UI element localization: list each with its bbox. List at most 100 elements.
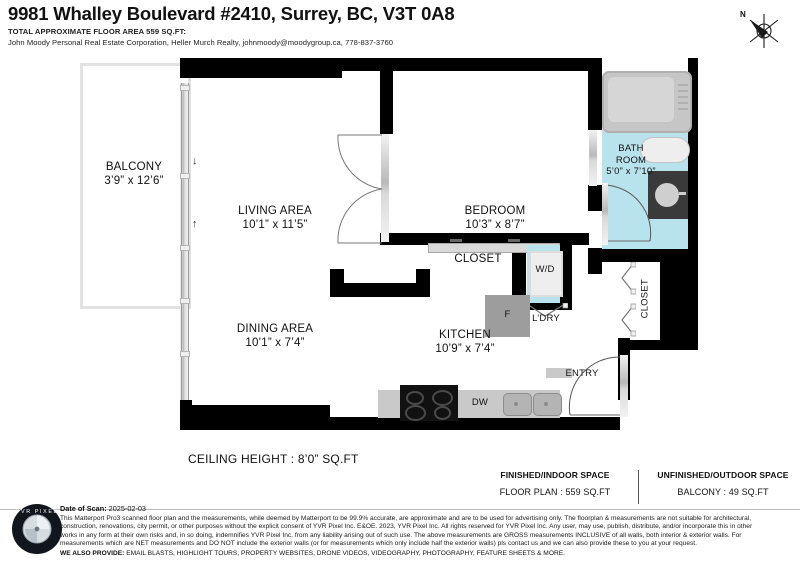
- balcony-dim: 3’9” x 12’6”: [104, 174, 164, 187]
- balcony-railing: [80, 63, 191, 309]
- footer-disclaimer: Date of Scan: 2025-02-03 This Matterport…: [60, 504, 798, 557]
- bathroom-sink-basin: [655, 183, 679, 207]
- slider-jamb-mid2: [180, 245, 190, 251]
- legend-divider: [638, 470, 639, 504]
- stove-burner-3-icon: [405, 405, 426, 421]
- wall-closet-bottom: [380, 283, 416, 297]
- svg-text:YVR PIXEL: YVR PIXEL: [16, 509, 58, 515]
- dining-name: DINING AREA: [236, 323, 314, 335]
- disclaimer-line-4: measurements which are NET measurements …: [60, 540, 697, 548]
- refrigerator-label: F: [504, 309, 511, 320]
- footer-divider: [0, 509, 800, 510]
- room-label-dining: DINING AREA 10’1” x 7’4”: [180, 323, 370, 350]
- dining-dim: 10’1” x 7’4”: [245, 336, 305, 349]
- bedroom-window-glass: [589, 130, 597, 186]
- agent-contact-text: John Moody Personal Real Estate Corporat…: [8, 38, 394, 48]
- slider-jamb-mid1: [180, 173, 190, 179]
- wall-closet-bottom-jog: [330, 269, 344, 297]
- wall-top-bedroom: [342, 58, 602, 71]
- entry-closet-interior: [630, 262, 660, 340]
- sink-drain-right-icon: [544, 402, 548, 406]
- door-swing-arcs-icon: [337, 134, 383, 244]
- kitchen-name: KITCHEN: [439, 329, 491, 341]
- washer-dryer-label: W/D: [535, 264, 555, 275]
- header: 9981 Whalley Boulevard #2410, Surrey, BC…: [8, 3, 768, 48]
- entry-door-leaf[interactable]: [620, 355, 628, 417]
- slider-arrow-up-icon: ↑: [192, 218, 198, 230]
- wall-bottom-dining: [180, 405, 330, 430]
- bathroom-faucet-icon: [679, 192, 686, 195]
- room-label-balcony: BALCONY 3’9” x 12’6”: [88, 161, 180, 188]
- total-area-text: TOTAL APPROXIMATE FLOOR AREA 559 SQ.FT:: [8, 27, 187, 37]
- legend-unfinished: UNFINISHED/OUTDOOR SPACE BALCONY : 49 SQ…: [648, 470, 798, 497]
- door-living-bedroom-glass[interactable]: [381, 134, 389, 242]
- closet-entry-label: CLOSET: [639, 279, 651, 319]
- wall-closet-top: [393, 233, 589, 245]
- page-title: 9981 Whalley Boulevard #2410, Surrey, BC…: [8, 3, 455, 24]
- living-dim: 10’1” x 11’5”: [242, 218, 308, 231]
- compass-north-label: N: [740, 10, 746, 19]
- balcony-name: BALCONY: [105, 161, 163, 173]
- legend-finished: FINISHED/INDOOR SPACE FLOOR PLAN : 559 S…: [480, 470, 630, 497]
- kitchen-dim: 10’9” x 7’4”: [435, 342, 495, 355]
- wall-partition-living-bedroom: [380, 58, 393, 134]
- room-label-living: LIVING AREA 10’1” x 11’5”: [180, 205, 370, 232]
- dishwasher-label: DW: [471, 397, 489, 408]
- refrigerator: [485, 295, 530, 337]
- wall-bath-bottom2: [588, 248, 658, 262]
- toilet: [640, 137, 690, 163]
- wall-right-exterior-lower: [688, 58, 698, 348]
- bathroom-name-2: ROOM: [615, 154, 647, 166]
- wall-top-living-left: [180, 58, 192, 78]
- slider-jamb-bot: [180, 351, 190, 357]
- services-label: WE ALSO PROVIDE:: [60, 550, 125, 558]
- laundry-label: L’DRY: [532, 313, 560, 324]
- stove-burner-2-icon: [432, 390, 453, 406]
- bathtub-basin: [608, 77, 674, 122]
- entry-closet-bifold-doors-icon[interactable]: [620, 262, 636, 340]
- bathroom-dim: 5’0” x 7’10”: [606, 166, 656, 177]
- closet-door-handle-left-icon: [450, 239, 462, 242]
- wall-top-living-thick: [192, 58, 342, 78]
- services-value: EMAIL BLASTS, HIGHLIGHT TOURS, PROPERTY …: [124, 550, 565, 558]
- wall-entry-jog-horizontal: [618, 338, 698, 350]
- tub-faucet-icon: [678, 84, 688, 110]
- room-label-bathroom: BATH ROOM 5’0” x 7’10”: [598, 143, 664, 178]
- sink-drain-left-icon: [514, 402, 518, 406]
- wall-bath-left: [588, 185, 602, 211]
- bathroom-door-leaf[interactable]: [602, 183, 608, 245]
- wall-closet-right-block: [658, 248, 698, 348]
- bedroom-name: BEDROOM: [464, 205, 526, 217]
- wall-laundry-divider: [512, 245, 526, 310]
- scan-date-line: Date of Scan: 2025-02-03: [60, 504, 798, 513]
- stove-burner-4-icon: [434, 406, 451, 420]
- disclaimer-line-1: This Matterport Pro3 scanned floor plan …: [60, 514, 752, 522]
- legend-unfinished-value: BALCONY : 49 SQ.FT: [677, 487, 769, 497]
- entry-door-swing-icon: [568, 356, 621, 416]
- disclaimer-line-2: construction, renovations, city permit, …: [60, 523, 753, 531]
- wall-right-exterior-upper: [588, 58, 602, 130]
- stove-burner-1-icon: [406, 391, 424, 405]
- slider-jamb-mid3: [180, 298, 190, 304]
- room-label-kitchen: KITCHEN 10’9” x 7’4”: [370, 329, 560, 356]
- legend-unfinished-heading: UNFINISHED/OUTDOOR SPACE: [657, 470, 789, 480]
- legend-finished-heading: FINISHED/INDOOR SPACE: [500, 470, 610, 480]
- legend-finished-value: FLOOR PLAN : 559 SQ.FT: [499, 487, 611, 497]
- bathroom-door-swing-icon[interactable]: [602, 183, 652, 245]
- scan-date-value: 2025-02-03: [106, 504, 146, 513]
- scan-date-label: Date of Scan:: [60, 504, 107, 513]
- disclaimer-line-3: works in any form at their own risks and…: [60, 531, 742, 539]
- closet-entry-label-wrap: CLOSET: [632, 269, 658, 335]
- compass-rose: N: [738, 8, 794, 58]
- compass-icon: [749, 14, 779, 48]
- room-label-bedroom: BEDROOM 10’3” x 8’7”: [400, 205, 590, 232]
- washer-dryer-unit: [529, 251, 563, 297]
- floor-plan-drawing: BALCONY 3’9” x 12’6” ↓ ↑ LIVING AREA 10’…: [0, 55, 800, 450]
- kitchen-upper-counter-stub: [546, 368, 572, 378]
- slider-arrow-down-icon: ↓: [192, 155, 198, 167]
- area-legend: FINISHED/INDOOR SPACE FLOOR PLAN : 559 S…: [480, 470, 795, 510]
- closet-bedroom-label: CLOSET: [454, 253, 502, 265]
- services-line: WE ALSO PROVIDE: EMAIL BLASTS, HIGHLIGHT…: [60, 550, 798, 557]
- wall-laundry-left: [416, 269, 430, 297]
- living-name: LIVING AREA: [238, 205, 312, 217]
